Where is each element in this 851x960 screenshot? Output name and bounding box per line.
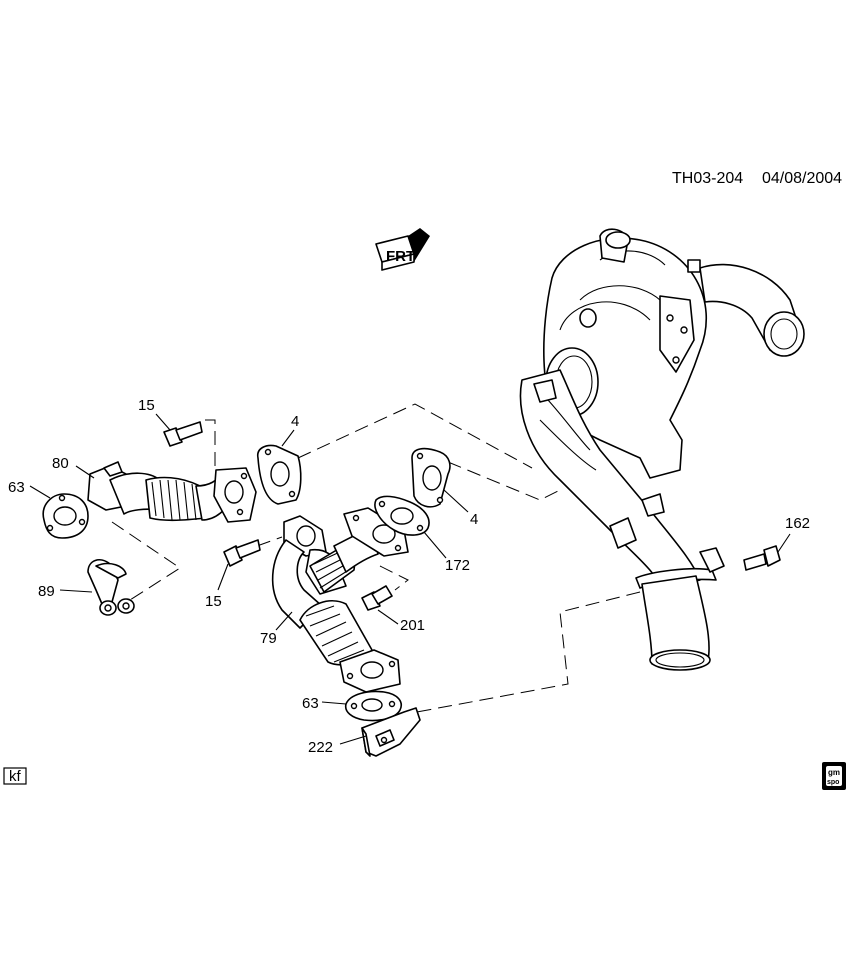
label-79: 79	[260, 630, 277, 647]
corner-id-box: kf	[3, 767, 27, 785]
diagram-date: 04/08/2004	[762, 170, 842, 187]
label-63-left: 63	[8, 479, 25, 496]
gasket-4-right	[411, 447, 451, 508]
diagram-code: TH03-204	[672, 170, 743, 187]
bolt-15-top	[163, 421, 203, 447]
alignment-dashed-lines	[111, 403, 641, 715]
logo-line1: gm	[828, 768, 840, 777]
label-63-bottom: 63	[302, 695, 319, 712]
bolt-201	[361, 585, 393, 611]
bracket-89	[87, 559, 135, 616]
gasket-63-bottom	[344, 690, 402, 722]
gasket-172	[374, 495, 430, 536]
front-label: FRT	[386, 248, 415, 265]
bolt-162	[743, 545, 781, 571]
corner-id-text: kf	[9, 768, 22, 785]
label-4-right: 4	[470, 511, 478, 528]
label-222: 222	[308, 739, 333, 756]
gasket-4-top	[256, 444, 302, 505]
logo-line2: spo	[827, 779, 839, 786]
gasket-63-left	[42, 493, 89, 539]
label-89: 89	[38, 583, 55, 600]
heat-shield-222	[361, 707, 421, 757]
label-4-top: 4	[291, 413, 299, 430]
exhaust-pipe-80	[87, 461, 257, 523]
label-162: 162	[785, 515, 810, 532]
label-201: 201	[400, 617, 425, 634]
label-80: 80	[52, 455, 69, 472]
exhaust-pipe-79	[271, 507, 409, 693]
gm-spo-logo: gm spo	[822, 762, 846, 790]
label-15-top: 15	[138, 397, 155, 414]
label-172: 172	[445, 557, 470, 574]
front-direction-icon: FRT	[375, 228, 430, 271]
label-15-mid: 15	[205, 593, 222, 610]
bolt-15-mid	[223, 539, 261, 567]
turbocharger	[519, 228, 805, 671]
